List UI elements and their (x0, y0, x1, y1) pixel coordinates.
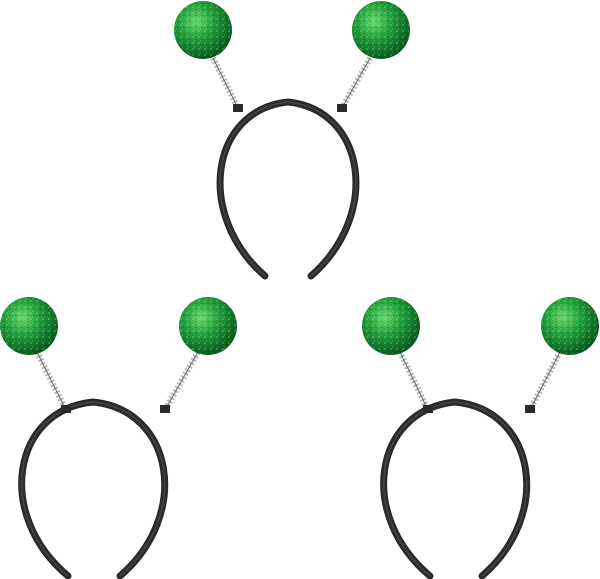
band (216, 98, 360, 280)
headband-top (174, 1, 410, 280)
headband-bottom-right (362, 297, 599, 579)
headband-bottom-left (0, 297, 237, 579)
